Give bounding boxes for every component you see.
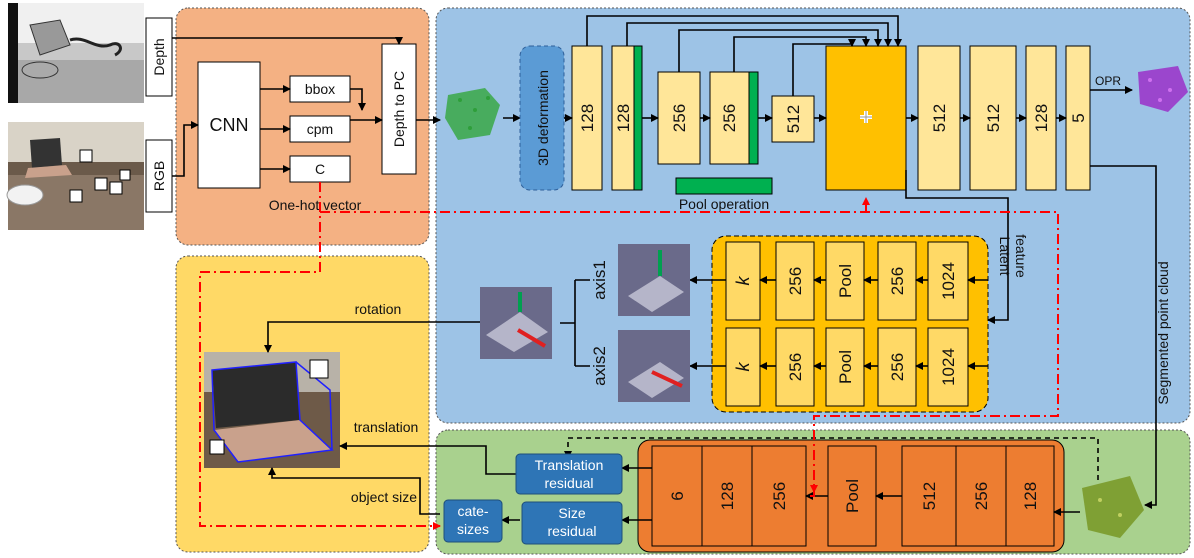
c-label: C [315, 161, 325, 177]
rot1-1024: 1024 [939, 262, 958, 300]
output-laptop-image [204, 352, 340, 468]
rotation-result-image [480, 287, 552, 359]
seg-chain-arrows [564, 86, 1133, 122]
dec-block-3 [1025, 45, 1057, 191]
cnn-block [197, 61, 261, 189]
axis2-label: axis2 [590, 346, 609, 386]
rot2-pool: Pool [836, 350, 855, 384]
cate-sizes-label-2: sizes [457, 521, 489, 537]
translation-output-label: translation [354, 419, 419, 435]
translation-residual-box [515, 453, 623, 495]
one-hot-label: One-hot vector [269, 197, 362, 213]
rotation-row-2: k 256 Pool 256 1024 [725, 327, 969, 407]
depth-image [8, 3, 144, 103]
rot2-1024: 1024 [939, 348, 958, 386]
residual-arrows [501, 464, 1080, 524]
translation-residual-label-2: residual [544, 475, 593, 491]
cpm-label: cpm [307, 121, 333, 137]
pool-operation-bar [675, 177, 773, 195]
res-label-2: 128 [718, 482, 737, 510]
enc-label-5: 512 [784, 105, 803, 133]
res-label-1: 6 [668, 491, 687, 500]
dashed-return-arrow [564, 437, 1099, 480]
pool-operation-label: Pool operation [679, 196, 769, 212]
latent-arrow [905, 170, 1009, 324]
size-residual-box [521, 501, 623, 545]
input-point-cloud [445, 88, 500, 140]
rgb-image [6, 122, 144, 230]
object-size-output-label: object size [351, 489, 417, 505]
depth-to-pc-block [381, 43, 417, 175]
depth-label-box [145, 17, 173, 97]
axis1-image [618, 244, 690, 316]
latent-label-2: feature [1013, 234, 1029, 278]
rgb-label: RGB [151, 161, 167, 191]
residual-blocks: 6 128 256 Pool 512 256 128 [651, 445, 1055, 547]
rotation-output-label: rotation [355, 301, 402, 317]
axis2-image [618, 330, 690, 402]
rot2-256b: 256 [888, 353, 907, 381]
bbox-label: bbox [305, 81, 335, 97]
opr-point-cloud [1138, 66, 1188, 112]
res-label-6: 256 [972, 482, 991, 510]
cate-sizes-label-1: cate- [457, 503, 488, 519]
cpm-block [289, 115, 351, 143]
deform-label: 3D deformation [535, 70, 551, 166]
enc-label-1: 128 [578, 104, 597, 132]
res-label-4: Pool [843, 479, 862, 513]
segmented-pc-image [1082, 476, 1144, 538]
rot1-k: k [733, 276, 753, 286]
enc-label-4: 256 [720, 104, 739, 132]
enc-pool-bar-4 [748, 71, 759, 165]
dec-label-2: 512 [984, 104, 1003, 132]
axis1-label: axis1 [590, 260, 609, 300]
depth-to-pc-label: Depth to PC [391, 71, 407, 147]
dec-label-4: 5 [1069, 113, 1088, 122]
plus-icon-outline [860, 111, 872, 123]
rotation-row-1: k 256 Pool 256 1024 [725, 241, 969, 321]
enc-label-3: 256 [670, 104, 689, 132]
axis-merge-lines [560, 279, 590, 367]
dec-label-1: 512 [930, 104, 949, 132]
rot1-256b: 256 [888, 267, 907, 295]
output-arrows [264, 321, 516, 515]
translation-residual-label-1: Translation [535, 457, 604, 473]
cnn-label: CNN [210, 115, 249, 135]
rot1-256a: 256 [786, 267, 805, 295]
cate-sizes-box [443, 499, 503, 543]
depth-label: Depth [151, 38, 167, 75]
size-residual-label-1: Size [558, 505, 585, 521]
skip-connections [586, 15, 902, 96]
red-dashdot-lines [199, 182, 1059, 530]
seg-pc-arrow [1090, 165, 1157, 509]
enc-label-2: 128 [614, 104, 633, 132]
dec-label-3: 128 [1032, 104, 1051, 132]
rotation-arrows [689, 276, 988, 370]
res-label-5: 512 [920, 482, 939, 510]
rot1-pool: Pool [836, 264, 855, 298]
enc-pool-bar-2 [633, 45, 643, 191]
detector-arrows [172, 37, 441, 177]
dec-block-1 [917, 45, 961, 191]
res-label-3: 256 [770, 482, 789, 510]
rot2-256a: 256 [786, 353, 805, 381]
segmented-pc-label: Segmented point cloud [1155, 261, 1171, 404]
rot2-k: k [733, 362, 753, 372]
size-residual-label-2: residual [547, 523, 596, 539]
latent-label-1: Latent [997, 237, 1013, 276]
res-label-7: 128 [1021, 482, 1040, 510]
bbox-block [289, 75, 351, 103]
opr-label: OPR [1095, 74, 1121, 88]
plus-icon [860, 111, 872, 123]
